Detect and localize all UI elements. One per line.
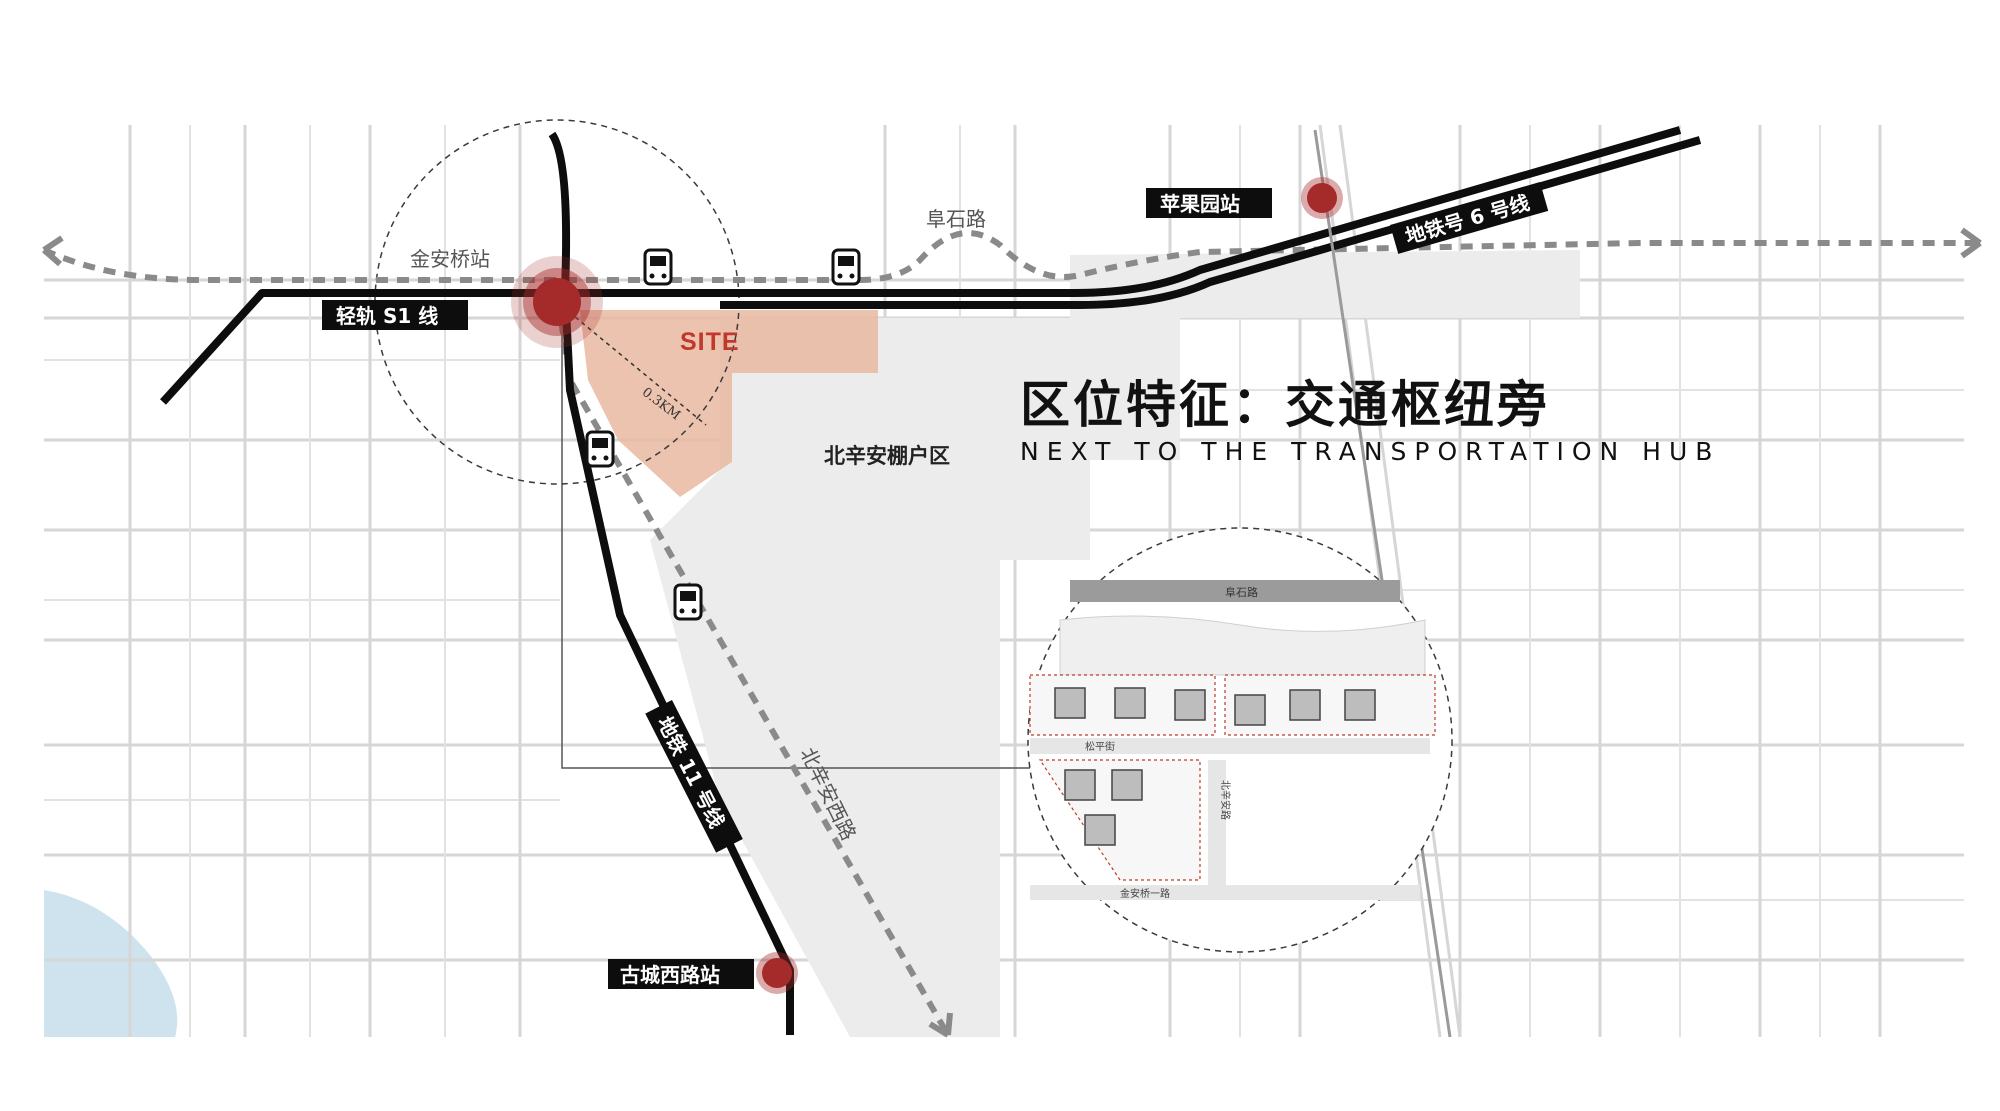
site-label: SITE (680, 328, 740, 356)
inset-road-top (1070, 580, 1400, 602)
label-station-jinanqiao: 金安桥站 (410, 247, 490, 271)
bus-icon[interactable] (831, 248, 861, 286)
label-line-s1: 轻轨 S1 线 (322, 300, 468, 330)
route-arrow-south (928, 1012, 953, 1038)
bus-route-east-west[interactable] (42, 230, 1980, 283)
station-pingguoyuan[interactable] (1301, 177, 1343, 219)
inset-site-plan[interactable]: 阜石路 松平街 北辛安路 金安桥一路 (1027, 527, 1453, 953)
svg-text:古城西路站: 古城西路站 (620, 963, 720, 987)
inset-label-road-side: 北辛安路 (1219, 780, 1232, 820)
metro-line-6-parallel[interactable] (720, 136, 1702, 309)
svg-text:苹果园站: 苹果园站 (1160, 192, 1240, 216)
site-parcel[interactable] (580, 310, 878, 497)
metro-line-6[interactable] (557, 126, 1682, 297)
svg-text:轻轨 S1 线: 轻轨 S1 线 (336, 304, 438, 328)
bus-icon[interactable] (585, 430, 615, 468)
map-title: 区位特征：交通枢纽旁 (1020, 376, 1550, 434)
bus-icon[interactable] (673, 583, 703, 621)
label-station-guchengxilu: 古城西路站 (608, 959, 754, 989)
radius-line (556, 301, 707, 426)
inset-label-road-bottom: 金安桥一路 (1120, 887, 1170, 900)
inset-road-bottom (1030, 885, 1420, 900)
route-arrow-east (1960, 227, 1982, 259)
inset-landscape (1059, 615, 1426, 676)
inset-road-mid (1030, 738, 1430, 754)
water-body (44, 890, 178, 1037)
metro-line-s1[interactable] (160, 289, 557, 405)
shanty-district-area (650, 318, 1180, 1037)
inset-label-road-top: 阜石路 (1225, 586, 1258, 599)
bus-icon[interactable] (643, 248, 673, 286)
map-subtitle: NEXT TO THE TRANSPORTATION HUB (1020, 437, 1721, 466)
inset-road-side (1208, 760, 1226, 885)
label-road-fushi: 阜石路 (926, 207, 986, 231)
station-jinanqiao[interactable] (511, 256, 603, 348)
route-arrow-west (42, 235, 64, 267)
inset-label-road-mid: 松平街 (1085, 740, 1115, 753)
station-guchengxilu[interactable] (756, 952, 798, 994)
district-label: 北辛安棚户区 (824, 444, 950, 468)
inset-leader-line (561, 300, 1080, 769)
label-station-pingguoyuan: 苹果园站 (1146, 188, 1272, 218)
metro-line-11[interactable] (548, 131, 794, 1035)
